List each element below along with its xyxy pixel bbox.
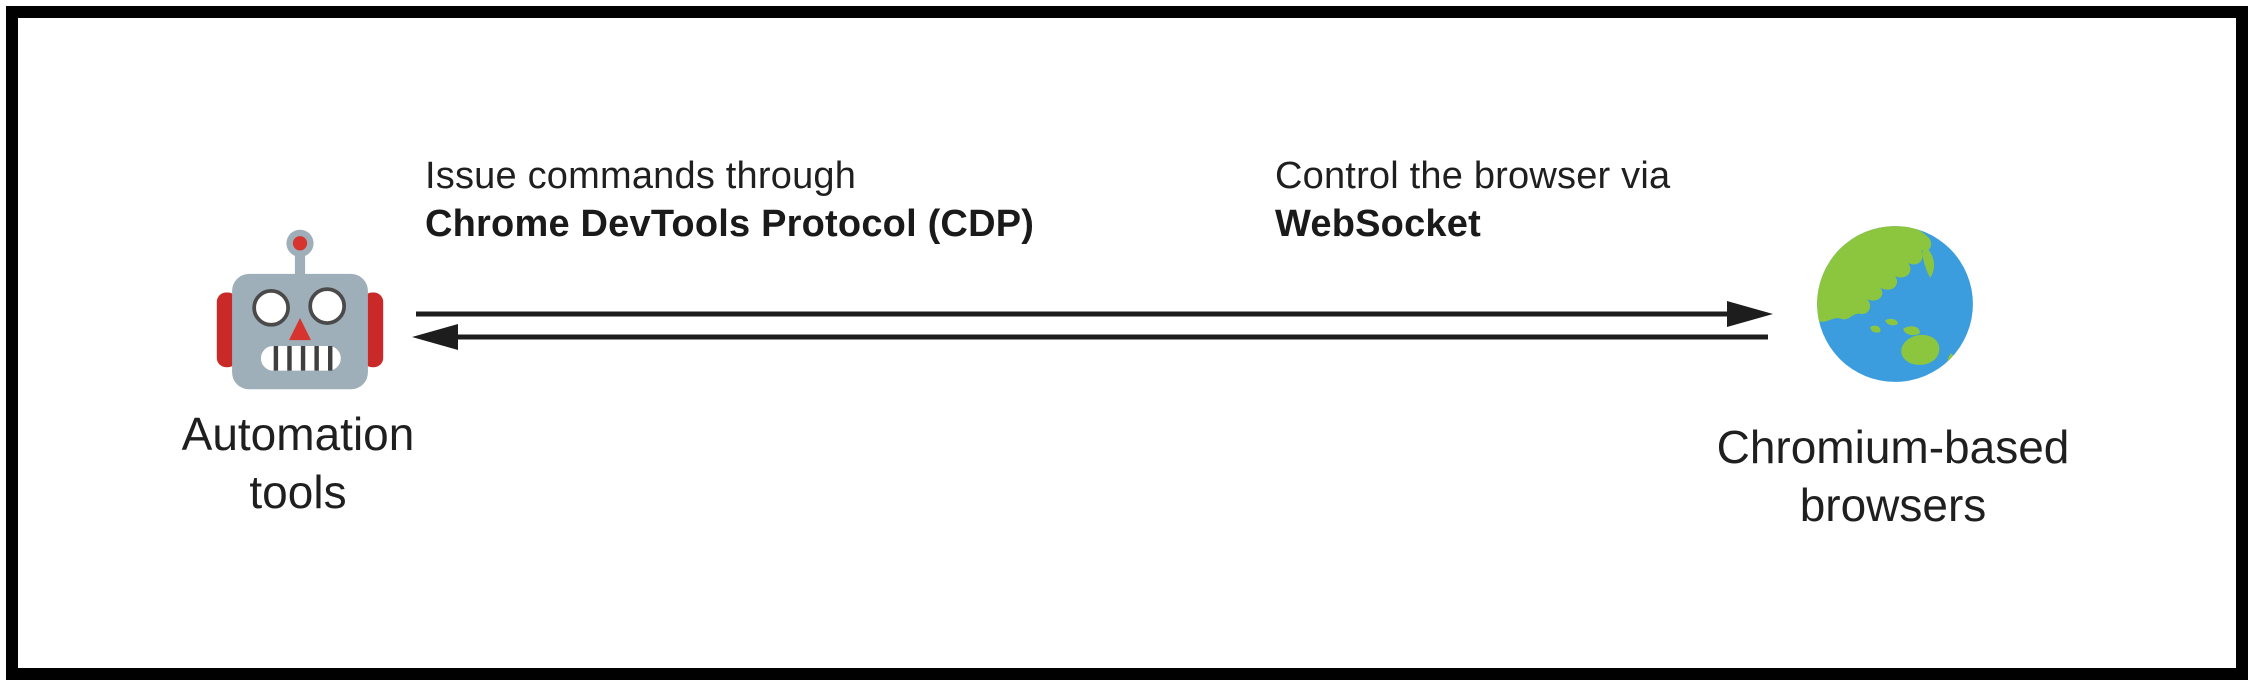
automation-tools-label: Automation tools xyxy=(181,408,415,518)
arrow-right-head xyxy=(1727,301,1773,327)
robot-icon xyxy=(215,228,385,391)
cdp-annotation: Issue commands through Chrome DevTools P… xyxy=(425,152,1034,248)
globe-asia-icon xyxy=(1813,222,1977,386)
cdp-annotation-line2: Chrome DevTools Protocol (CDP) xyxy=(425,203,1035,245)
arrow-left-head xyxy=(412,324,458,350)
websocket-annotation: Control the browser via WebSocket xyxy=(1275,152,1670,248)
connection-arrows xyxy=(410,298,1775,354)
cdp-annotation-line1: Issue commands through xyxy=(425,155,857,197)
websocket-annotation-line2: WebSocket xyxy=(1275,203,1481,245)
chromium-browsers-label: Chromium-based browsers xyxy=(1716,421,2070,531)
websocket-annotation-line1: Control the browser via xyxy=(1275,155,1671,197)
